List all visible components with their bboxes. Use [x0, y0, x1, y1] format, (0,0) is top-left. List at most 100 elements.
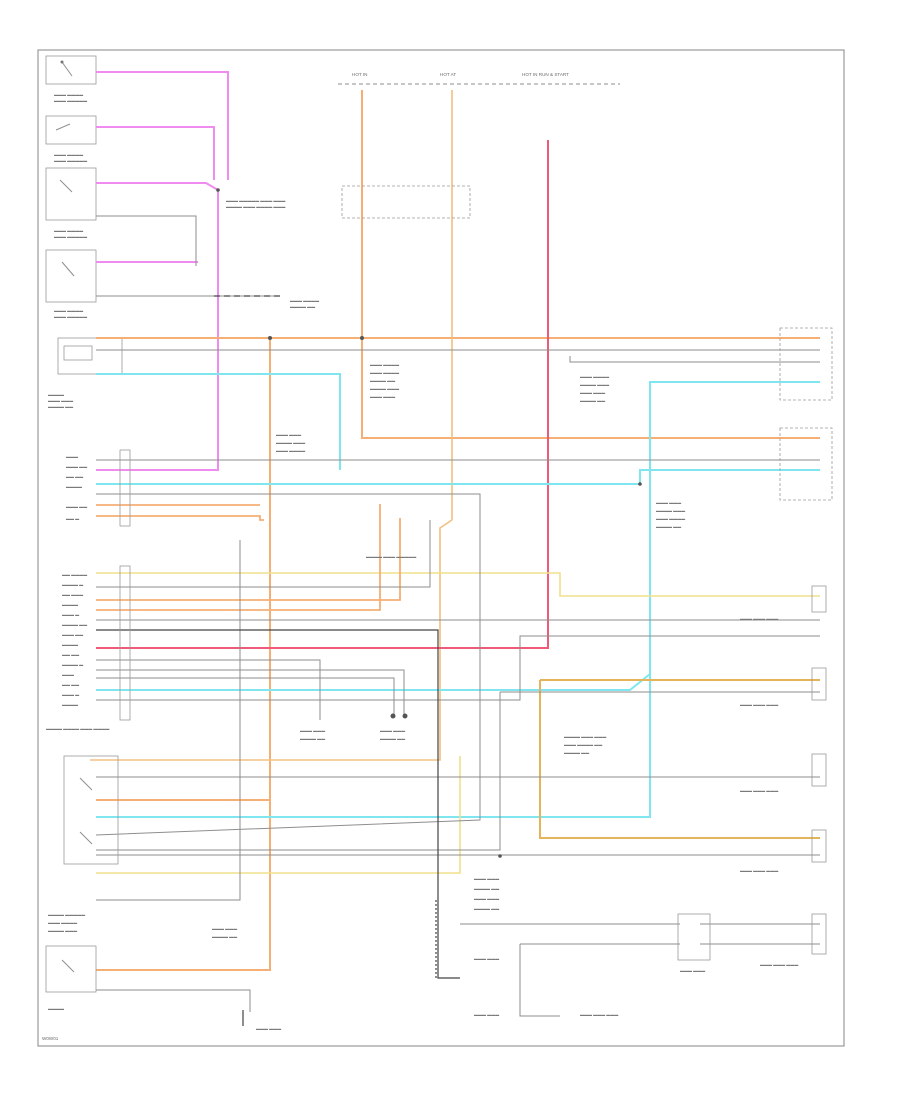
fuse-label-2: HOT AT — [440, 72, 456, 77]
svg-text:▬▬▬ ▬▬: ▬▬▬ ▬▬ — [66, 464, 87, 469]
svg-text:▬▬▬ ▬▬▬ ▬▬▬: ▬▬▬ ▬▬▬ ▬▬▬ — [760, 962, 798, 967]
svg-text:▬▬▬▬ ▬▬: ▬▬▬▬ ▬▬ — [212, 934, 237, 939]
svg-text:▬▬▬▬: ▬▬▬▬ — [62, 702, 78, 707]
left-rear-door-lock-actuator — [811, 585, 827, 613]
svg-text:▬▬▬ ▬: ▬▬▬ ▬ — [62, 692, 79, 697]
right-rear-door-lock-actuator — [811, 667, 827, 701]
left-front-door-jamb-switch — [45, 167, 97, 221]
right-front-door-lock-actuator — [811, 829, 827, 863]
orange-fused-wires — [96, 90, 820, 971]
svg-text:▬▬▬ ▬▬▬: ▬▬▬ ▬▬▬ — [370, 394, 395, 399]
svg-text:▬▬▬ ▬▬▬ ▬▬▬: ▬▬▬ ▬▬▬ ▬▬▬ — [740, 868, 778, 873]
svg-text:▬▬▬ ▬▬▬ ▬▬▬: ▬▬▬ ▬▬▬ ▬▬▬ — [580, 1012, 618, 1017]
svg-text:▬▬▬ ▬▬▬▬: ▬▬▬ ▬▬▬▬ — [580, 374, 609, 379]
diagram-frame — [37, 49, 845, 1047]
svg-text:▬▬ ▬▬: ▬▬ ▬▬ — [62, 682, 79, 687]
svg-text:▬▬▬▬ ▬▬▬ ▬▬▬: ▬▬▬▬ ▬▬▬ ▬▬▬ — [564, 734, 606, 739]
svg-text:▬▬▬▬ ▬▬: ▬▬▬▬ ▬▬ — [474, 906, 499, 911]
svg-text:▬▬▬▬ ▬▬: ▬▬▬▬ ▬▬ — [564, 750, 589, 755]
svg-text:▬▬▬▬: ▬▬▬▬ — [48, 1006, 64, 1011]
left-front-door-lock-actuator — [811, 753, 827, 787]
svg-text:▬▬▬▬ ▬▬▬ ▬▬▬▬ ▬▬▬: ▬▬▬▬ ▬▬▬ ▬▬▬▬ ▬▬▬ — [226, 204, 285, 209]
svg-text:▬▬ ▬▬▬▬: ▬▬ ▬▬▬▬ — [62, 572, 87, 577]
svg-text:▬▬▬ ▬▬▬: ▬▬▬ ▬▬▬ — [300, 728, 325, 733]
svg-text:▬▬▬▬ ▬▬: ▬▬▬▬ ▬▬ — [656, 524, 681, 529]
splice-points — [216, 188, 642, 858]
svg-text:▬▬▬ ▬▬▬▬▬: ▬▬▬ ▬▬▬▬▬ — [54, 314, 87, 319]
svg-text:▬▬▬▬ ▬▬: ▬▬▬▬ ▬▬ — [580, 398, 605, 403]
svg-text:▬▬▬▬ ▬▬: ▬▬▬▬ ▬▬ — [474, 886, 499, 891]
gray-switch-ground-wires — [96, 215, 280, 297]
fuse-label-1: HOT IN — [352, 72, 367, 77]
svg-text:▬▬▬ ▬▬▬ ▬▬▬: ▬▬▬ ▬▬▬ ▬▬▬ — [740, 788, 778, 793]
svg-text:▬▬▬ ▬▬▬▬▬: ▬▬▬ ▬▬▬▬▬ — [54, 98, 87, 103]
svg-text:▬▬▬ ▬▬▬: ▬▬▬ ▬▬▬ — [680, 968, 705, 973]
yellow-wires — [96, 572, 820, 874]
pink-door-switch-wires — [96, 71, 229, 471]
red-fused-wire — [96, 140, 549, 649]
svg-text:▬▬▬▬ ▬▬▬: ▬▬▬▬ ▬▬▬ — [370, 386, 399, 391]
svg-text:▬▬▬ ▬▬▬: ▬▬▬ ▬▬▬ — [656, 500, 681, 505]
svg-text:▬▬ ▬: ▬▬ ▬ — [66, 516, 79, 521]
driver-door-lock-switch — [63, 755, 119, 865]
svg-text:▬▬▬ ▬▬▬▬: ▬▬▬ ▬▬▬▬ — [370, 362, 399, 367]
black-ground-wires — [96, 629, 460, 1026]
rear-door-ajar-switch — [45, 945, 97, 993]
svg-text:▬▬▬ ▬▬▬: ▬▬▬ ▬▬▬ — [276, 432, 301, 437]
light-blue-wires — [96, 373, 820, 818]
svg-text:▬▬▬ ▬▬▬▬: ▬▬▬ ▬▬▬▬ — [54, 152, 83, 157]
svg-text:▬▬▬▬ ▬▬: ▬▬▬▬ ▬▬ — [300, 736, 325, 741]
right-front-door-jamb-switch — [45, 249, 97, 303]
rear-cargo-door-lock-actuator — [811, 913, 827, 955]
svg-text:▬▬▬ ▬▬▬▬ ▬▬: ▬▬▬ ▬▬▬▬ ▬▬ — [564, 742, 602, 747]
svg-text:▬▬▬ ▬▬▬: ▬▬▬ ▬▬▬ — [380, 728, 405, 733]
svg-text:▬▬▬▬ ▬▬▬▬▬: ▬▬▬▬ ▬▬▬▬▬ — [48, 912, 85, 917]
svg-text:▬▬▬▬ ▬▬▬: ▬▬▬▬ ▬▬▬ — [276, 440, 305, 445]
right-rear-door-jamb-switch — [45, 115, 97, 145]
svg-text:▬▬▬ ▬▬▬ ▬▬▬: ▬▬▬ ▬▬▬ ▬▬▬ — [740, 616, 778, 621]
svg-text:▬▬▬▬ ▬▬▬: ▬▬▬▬ ▬▬▬ — [580, 382, 609, 387]
svg-text:▬▬▬ ▬▬▬▬: ▬▬▬ ▬▬▬▬ — [276, 448, 305, 453]
svg-text:▬▬▬: ▬▬▬ — [62, 672, 74, 677]
svg-text:▬▬▬ ▬▬▬▬: ▬▬▬ ▬▬▬▬ — [48, 920, 77, 925]
svg-text:▬▬▬ ▬: ▬▬▬ ▬ — [62, 612, 79, 617]
svg-text:▬▬▬ ▬▬▬: ▬▬▬ ▬▬▬ — [580, 390, 605, 395]
svg-text:▬▬▬▬ ▬▬: ▬▬▬▬ ▬▬ — [370, 378, 395, 383]
svg-text:▬▬▬▬ ▬▬▬ ▬▬▬▬▬: ▬▬▬▬ ▬▬▬ ▬▬▬▬▬ — [366, 554, 416, 559]
svg-text:▬▬▬▬ ▬: ▬▬▬▬ ▬ — [62, 582, 83, 587]
remote-keyless-entry-module: ▬▬ ▬▬▬▬ ▬▬▬▬ ▬ ▬▬ ▬▬▬ ▬▬▬▬ ▬▬▬ ▬ ▬▬▬▬ ▬▬… — [46, 565, 131, 731]
orange-lock-wires — [96, 504, 401, 611]
svg-text:▬▬▬ ▬▬▬▬: ▬▬▬ ▬▬▬▬ — [54, 92, 83, 97]
svg-text:▬▬▬ ▬▬▬: ▬▬▬ ▬▬▬ — [474, 896, 499, 901]
svg-text:▬▬▬▬ ▬▬: ▬▬▬▬ ▬▬ — [48, 404, 73, 409]
right-side-switches — [779, 327, 833, 501]
svg-text:▬▬ ▬▬▬: ▬▬ ▬▬▬ — [62, 592, 83, 597]
tan-fused-wire — [90, 90, 453, 761]
svg-text:▬▬▬ ▬▬▬ ▬▬▬: ▬▬▬ ▬▬▬ ▬▬▬ — [740, 702, 778, 707]
svg-text:▬▬▬▬ ▬▬▬▬ ▬▬▬ ▬▬▬▬: ▬▬▬▬ ▬▬▬▬ ▬▬▬ ▬▬▬▬ — [46, 726, 109, 731]
svg-text:▬▬▬▬ ▬▬: ▬▬▬▬ ▬▬ — [380, 736, 405, 741]
svg-text:▬▬▬▬ ▬▬▬: ▬▬▬▬ ▬▬▬ — [656, 508, 685, 513]
svg-text:▬▬▬ ▬▬: ▬▬▬ ▬▬ — [62, 632, 83, 637]
svg-text:▬▬▬ ▬▬▬▬: ▬▬▬ ▬▬▬▬ — [54, 228, 83, 233]
svg-text:▬▬▬▬ ▬▬▬: ▬▬▬▬ ▬▬▬ — [48, 928, 77, 933]
svg-text:▬▬▬ ▬▬▬: ▬▬▬ ▬▬▬ — [474, 1012, 499, 1017]
svg-text:▬▬▬▬: ▬▬▬▬ — [62, 602, 78, 607]
svg-text:▬▬▬ ▬▬▬: ▬▬▬ ▬▬▬ — [48, 398, 73, 403]
bcm-connector-upper: ▬▬▬ ▬▬▬ ▬▬ ▬▬ ▬▬ ▬▬▬▬ ▬▬▬ ▬▬ ▬▬ ▬ — [66, 449, 131, 527]
svg-text:▬▬▬▬ ▬: ▬▬▬▬ ▬ — [62, 662, 83, 667]
svg-text:▬▬ ▬▬: ▬▬ ▬▬ — [62, 652, 79, 657]
svg-text:▬▬▬ ▬▬▬: ▬▬▬ ▬▬▬ — [212, 926, 237, 931]
svg-text:▬▬▬ ▬▬▬▬▬ ▬▬▬ ▬▬▬: ▬▬▬ ▬▬▬▬▬ ▬▬▬ ▬▬▬ — [226, 198, 285, 203]
svg-text:▬▬▬▬: ▬▬▬▬ — [66, 484, 82, 489]
svg-text:▬▬▬ ▬▬▬▬▬: ▬▬▬ ▬▬▬▬▬ — [54, 234, 87, 239]
svg-text:▬▬▬▬: ▬▬▬▬ — [48, 392, 64, 397]
svg-text:▬▬▬ ▬▬▬: ▬▬▬ ▬▬▬ — [474, 956, 499, 961]
svg-text:▬▬▬ ▬▬▬▬: ▬▬▬ ▬▬▬▬ — [370, 370, 399, 375]
keyless-relay-box — [677, 913, 711, 961]
svg-text:▬▬▬▬ ▬▬: ▬▬▬▬ ▬▬ — [62, 622, 87, 627]
svg-text:▬▬▬ ▬▬▬▬▬: ▬▬▬ ▬▬▬▬▬ — [54, 158, 87, 163]
svg-text:▬▬▬: ▬▬▬ — [66, 454, 78, 459]
svg-text:▬▬▬ ▬▬▬: ▬▬▬ ▬▬▬ — [256, 1026, 281, 1031]
